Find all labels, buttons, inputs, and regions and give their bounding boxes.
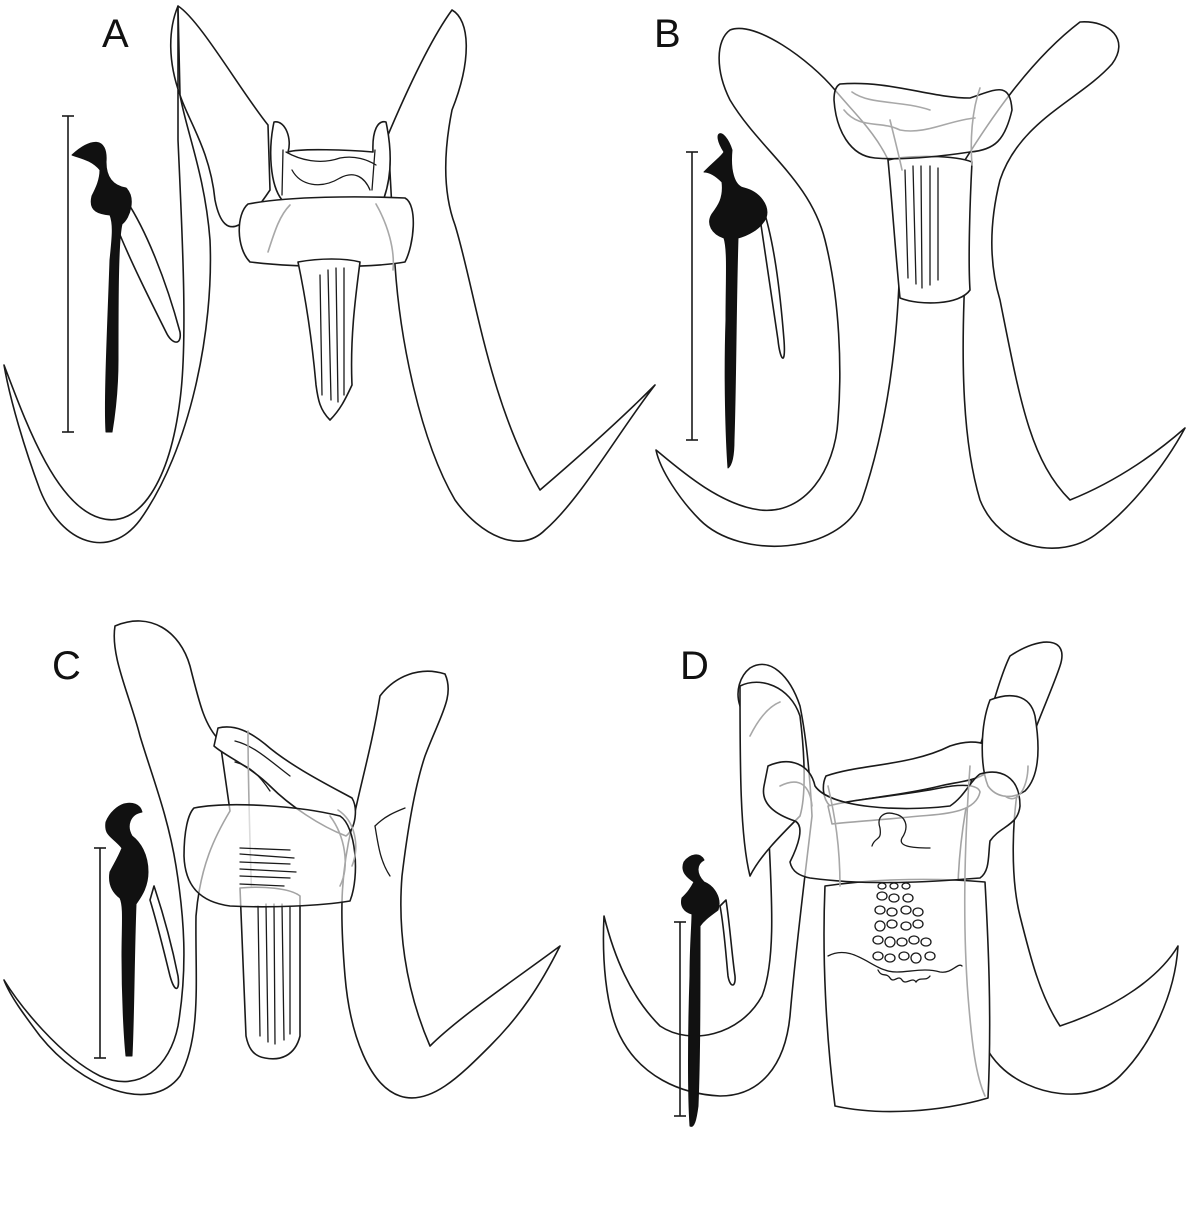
panel-label-a: A <box>102 12 129 56</box>
hook-sickle <box>681 854 720 1127</box>
right-anchor <box>387 9 656 542</box>
ventral-bar-notch <box>871 812 931 849</box>
hook-sickle <box>71 141 132 433</box>
panel-d: D <box>600 616 1200 1232</box>
panel-a: A <box>0 0 656 616</box>
haptor-drawing-a <box>3 5 656 544</box>
left-anchor <box>3 620 231 1096</box>
left-anchor <box>3 5 212 544</box>
panel-label-d: D <box>680 644 709 688</box>
ventral-bar <box>762 761 1021 884</box>
hook-filament <box>719 899 736 986</box>
hook-filament <box>149 885 180 990</box>
hook-filament <box>117 199 182 343</box>
dorsal-bar <box>833 82 1013 160</box>
hook-sickle <box>105 802 149 1057</box>
haptor-drawing-c <box>3 620 561 1099</box>
right-anchor <box>341 670 561 1099</box>
membrane-margin <box>827 951 963 973</box>
haptor-drawing-b <box>655 21 1186 549</box>
panel-b: B <box>600 0 1200 616</box>
ventral-bar-membrane <box>239 886 301 1060</box>
panel-c: C <box>0 616 600 1232</box>
haptor-drawing-d <box>602 641 1179 1127</box>
hook-filament <box>759 204 786 359</box>
panel-label-c: C <box>52 644 81 688</box>
dorsal-bar-right-wing <box>981 694 1039 798</box>
hook-sickle <box>703 133 768 469</box>
ventral-bar <box>238 196 415 268</box>
tegument-scales <box>872 882 936 984</box>
panel-label-b: B <box>654 12 681 56</box>
